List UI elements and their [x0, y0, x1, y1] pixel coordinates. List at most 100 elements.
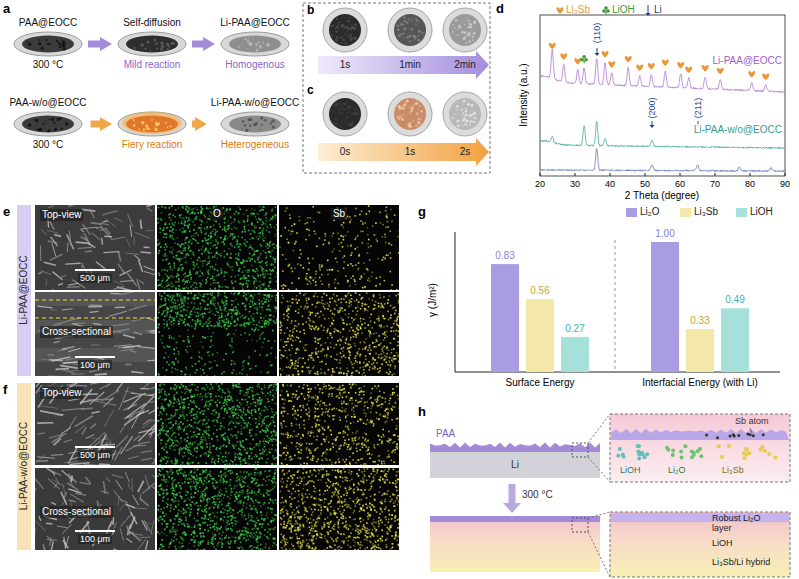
figure-part [202, 208, 204, 210]
figure-part [147, 360, 155, 361]
figure-part [38, 272, 42, 274]
figure-part [188, 340, 190, 342]
figure-part [224, 324, 226, 326]
figure-part [352, 265, 354, 267]
figure-part [364, 286, 366, 288]
figure-part [224, 243, 226, 245]
figure-part [233, 289, 235, 290]
figure-part [192, 365, 194, 367]
figure-part [386, 207, 388, 209]
figure-part [324, 239, 326, 241]
figure-part [139, 260, 143, 272]
figure-part [236, 244, 238, 246]
figure-part [451, 117, 452, 118]
figure-part [343, 222, 345, 224]
figure-part [406, 36, 409, 39]
figure-part [137, 279, 141, 290]
figure-part [364, 222, 366, 224]
figure-part [104, 235, 112, 237]
figure-part [151, 330, 155, 331]
figure-part [205, 240, 207, 242]
figure-part [463, 37, 466, 40]
figure-part [321, 274, 323, 276]
figure-part [158, 374, 160, 376]
figure-part [244, 239, 246, 241]
figure-part [170, 219, 172, 221]
figure-part [261, 326, 263, 328]
figure-part [254, 209, 256, 211]
figure-part [336, 26, 339, 29]
figure-part [169, 234, 171, 236]
figure-part [183, 244, 185, 246]
figure-part [188, 248, 190, 250]
figure-part [177, 362, 179, 364]
figure-part [384, 236, 386, 238]
figure-part [347, 280, 349, 282]
figure-part [163, 237, 165, 239]
figure-part [645, 173, 646, 176]
figure-part [125, 237, 130, 247]
figure-part [103, 220, 108, 222]
figure-part [285, 258, 287, 260]
figure-part [162, 259, 164, 261]
figure-part [357, 235, 359, 237]
figure-part [184, 300, 186, 302]
figure-part [50, 222, 54, 230]
figure-part [383, 290, 385, 291]
figure-part [340, 36, 343, 39]
figure-part [62, 309, 73, 310]
figure-part [410, 125, 411, 126]
figure-part [299, 249, 301, 251]
figure-part [347, 20, 350, 23]
figure-part [35, 205, 155, 290]
figure-part [182, 288, 184, 290]
figure-part [274, 306, 276, 308]
figure-part [193, 306, 195, 308]
figure-part [206, 270, 208, 272]
figure-part [168, 299, 170, 301]
figure-part [165, 300, 167, 302]
figure-part [368, 247, 370, 249]
figure-part [399, 209, 400, 211]
figure-part [403, 27, 406, 30]
figure-part [54, 235, 61, 237]
figure-part [53, 272, 63, 280]
figure-part [172, 238, 174, 240]
figure-part [161, 286, 163, 288]
figure-part [78, 247, 92, 249]
figure-part [198, 361, 200, 363]
figure-part [364, 287, 366, 289]
figure-part [235, 325, 237, 327]
figure-part [255, 250, 257, 252]
figure-part [216, 321, 218, 323]
figure-part [343, 267, 345, 269]
figure-part [40, 359, 52, 361]
figure-part [249, 311, 251, 313]
figure-part [294, 268, 296, 270]
figure-part [216, 251, 218, 253]
figure-part [190, 277, 192, 279]
figure-part [189, 209, 191, 211]
figure-part [181, 214, 183, 216]
figure-part [348, 105, 351, 108]
figure-part [467, 26, 469, 28]
figure-part [540, 121, 785, 148]
figure-part [261, 267, 263, 269]
figure-part [313, 230, 315, 232]
figure-part [209, 261, 211, 263]
figure-part [410, 109, 413, 112]
figure-part [200, 224, 202, 226]
figure-part [271, 250, 273, 252]
figure-part [359, 214, 361, 216]
figure-part [225, 210, 227, 212]
figure-part [273, 247, 275, 249]
figure-part [274, 214, 276, 216]
figure-part [312, 206, 314, 208]
figure-part [226, 272, 228, 274]
figure-part [166, 369, 168, 371]
figure-part [198, 297, 200, 299]
figure-part [408, 18, 410, 20]
figure-part [215, 241, 217, 243]
figure-part [418, 35, 420, 37]
figure-part [224, 271, 226, 273]
